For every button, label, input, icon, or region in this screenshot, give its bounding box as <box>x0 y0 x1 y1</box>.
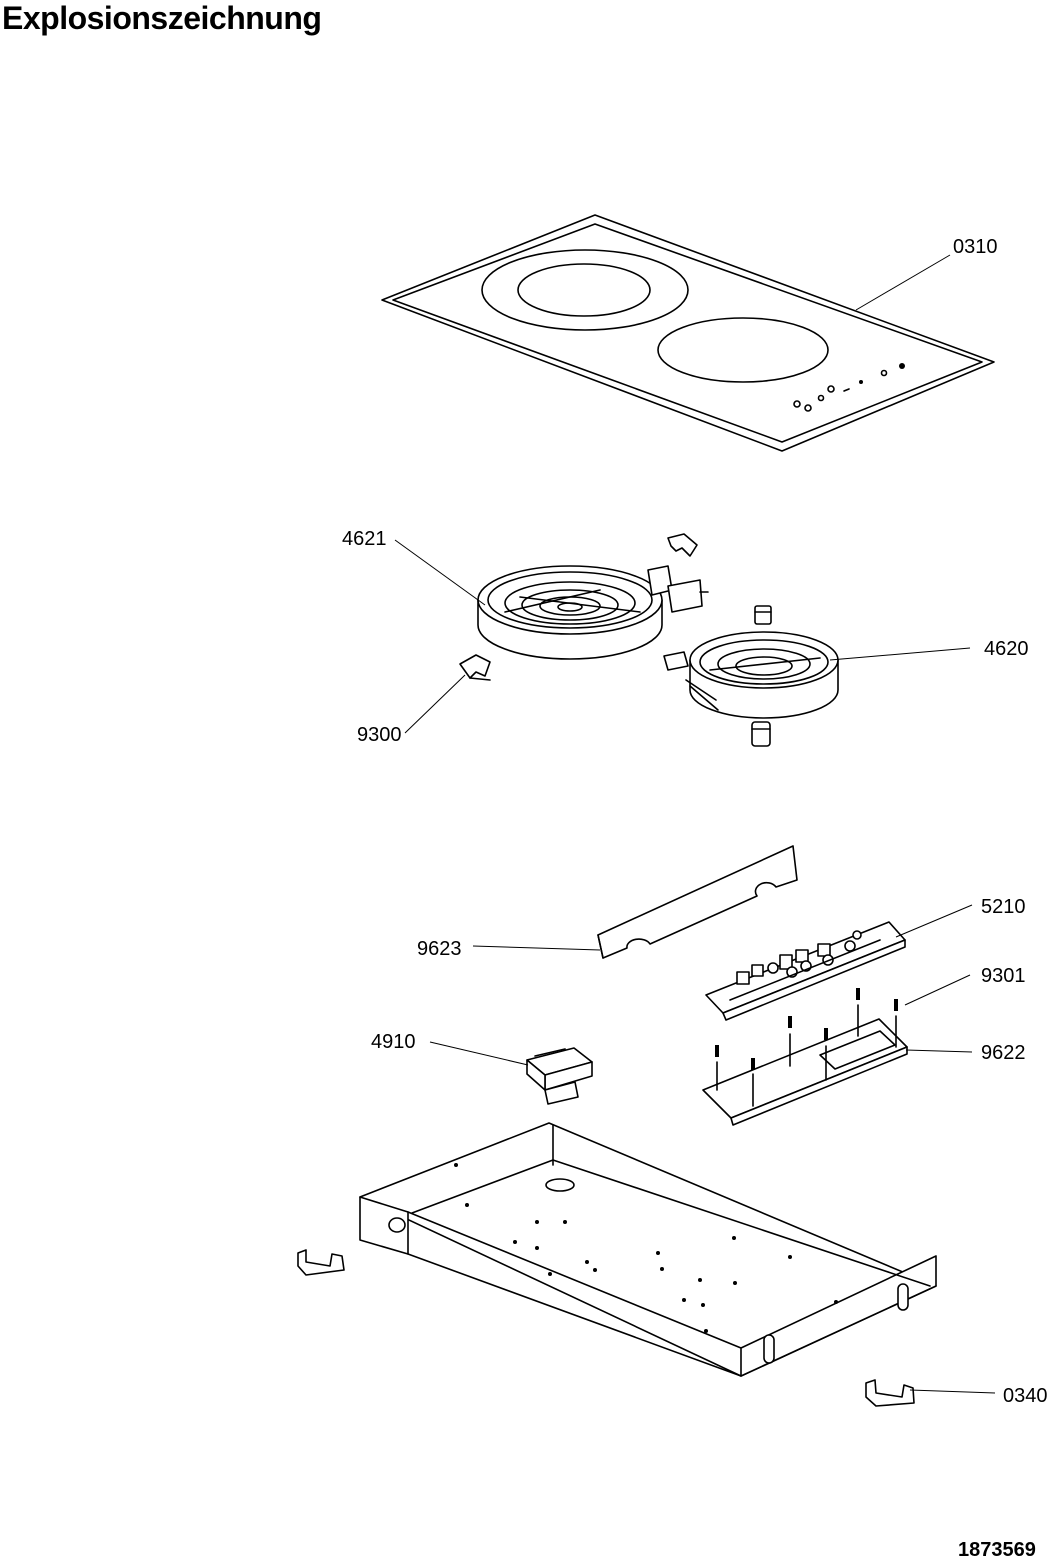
callout-9300: 9300 <box>357 724 402 746</box>
shield-strip <box>597 845 798 959</box>
large-radiant-heater <box>477 533 709 660</box>
callout-4910: 4910 <box>371 1031 416 1053</box>
callout-4620: 4620 <box>984 638 1029 660</box>
spacer-pins <box>715 988 898 1070</box>
heater-clip <box>459 654 491 681</box>
callout-4621: 4621 <box>342 528 387 550</box>
callout-0310: 0310 <box>953 236 998 258</box>
housing-holes <box>454 1163 838 1333</box>
pcb-carrier-plate <box>702 1004 908 1126</box>
callout-5210: 5210 <box>981 896 1026 918</box>
callout-0340: 0340 <box>1003 1385 1048 1407</box>
housing-tray <box>359 1122 937 1377</box>
document-number: 1873569 <box>958 1539 1036 1561</box>
mounting-clip-right <box>865 1379 915 1407</box>
page-title: Explosionszeichnung <box>2 0 322 36</box>
control-circuit-board <box>705 921 906 1021</box>
callout-labels: 0310 4621 4620 9300 9623 5210 9301 4910 … <box>342 236 1048 1407</box>
small-radiant-heater <box>663 605 839 747</box>
callout-9301: 9301 <box>981 965 1026 987</box>
callout-9622: 9622 <box>981 1042 1026 1064</box>
power-connector-block <box>526 1047 593 1105</box>
callout-9623: 9623 <box>417 938 462 960</box>
glass-ceramic-hob-top <box>381 214 995 452</box>
mounting-clip-left <box>297 1249 345 1276</box>
leader-lines <box>394 254 996 1394</box>
